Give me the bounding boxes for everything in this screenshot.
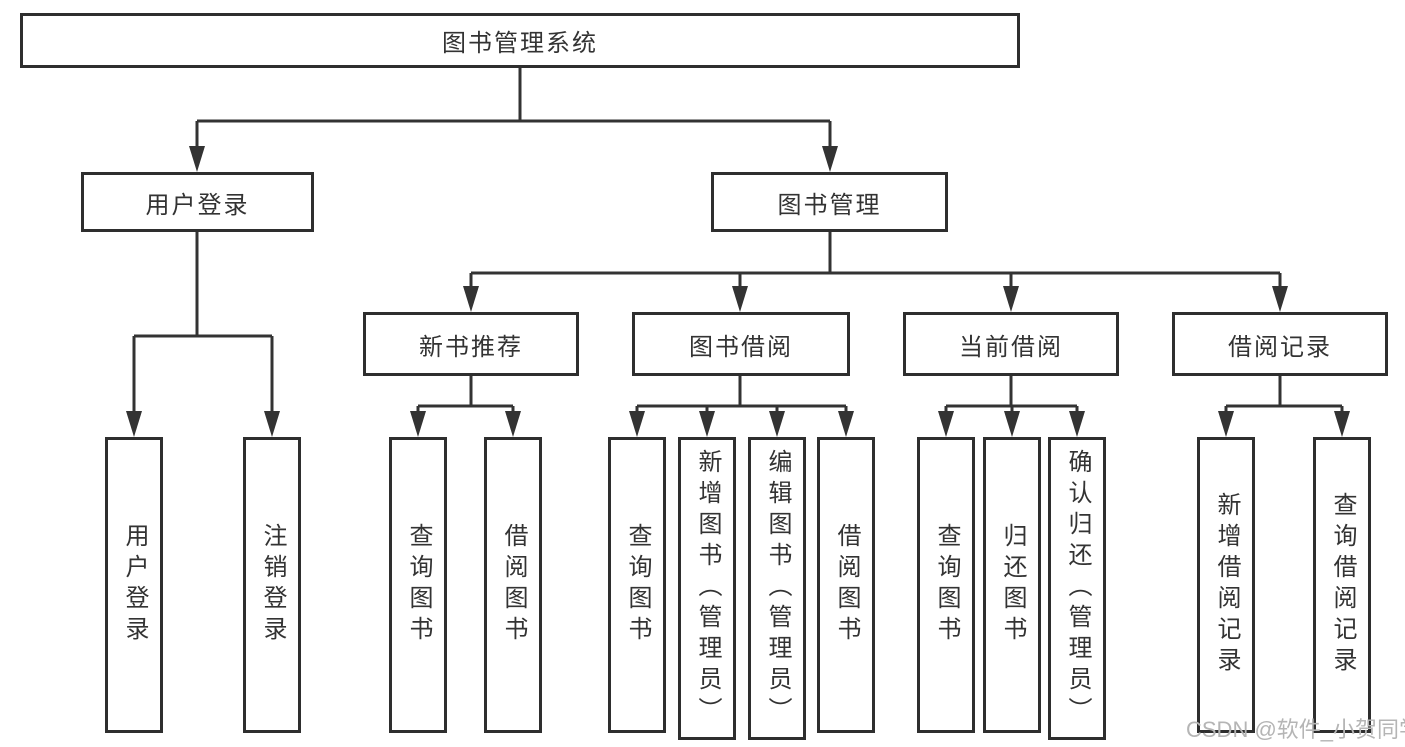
- node-label: 借阅图书: [833, 523, 860, 647]
- node-label: 图书管理: [777, 191, 882, 219]
- arrow-to-leaf-cb-query: [938, 411, 954, 437]
- leaf-edit-books-admin: 编辑图书（管理员）: [748, 437, 806, 740]
- arrow-to-leaf-nb-borrow: [505, 411, 521, 437]
- leaf-borrow-books: 借阅图书: [817, 437, 875, 733]
- arrowheads: [126, 146, 1350, 437]
- node-label: 新书推荐: [419, 333, 523, 361]
- node-label: 查询图书: [405, 523, 432, 647]
- arrow-to-leaf-br-query: [1334, 411, 1350, 437]
- node-user-login: 用户登录: [81, 172, 314, 232]
- leaf-query-books-borrow: 查询图书: [608, 437, 666, 733]
- node-label: 新增借阅记录: [1213, 492, 1240, 678]
- node-library-system-root: 图书管理系统: [20, 13, 1020, 68]
- arrow-to-leaf-nb-query: [410, 411, 426, 437]
- arrow-to-leaf-bb-borrow: [838, 411, 854, 437]
- arrow-to-leaf-br-add: [1218, 411, 1234, 437]
- node-label: 借阅记录: [1228, 333, 1332, 361]
- node-label: 归还图书: [999, 523, 1026, 647]
- node-book-borrow: 图书借阅: [632, 312, 850, 376]
- arrow-to-leaf-login: [126, 411, 142, 437]
- arrow-to-leaf-bb-add: [699, 411, 715, 437]
- leaf-confirm-return-admin: 确认归还（管理员）: [1048, 437, 1106, 740]
- leaf-logout: 注销登录: [243, 437, 301, 733]
- arrow-to-leaf-bb-edit: [769, 411, 785, 437]
- leaf-query-books-current: 查询图书: [917, 437, 975, 733]
- leaf-add-books-admin: 新增图书（管理员）: [678, 437, 736, 740]
- arrow-to-book-borrow: [732, 286, 748, 312]
- leaf-user-login: 用户登录: [105, 437, 163, 733]
- node-label: 注销登录: [259, 523, 286, 647]
- node-label: 查询图书: [624, 523, 651, 647]
- node-label: 当前借阅: [959, 333, 1063, 361]
- arrow-to-user-login: [189, 146, 205, 172]
- arrow-to-book-mgmt: [822, 146, 838, 172]
- node-label: 图书借阅: [689, 333, 793, 361]
- leaf-borrow-books-recommend: 借阅图书: [484, 437, 542, 733]
- arrow-to-leaf-cb-return: [1004, 411, 1020, 437]
- node-label: 编辑图书（管理员）: [764, 449, 791, 728]
- node-book-management: 图书管理: [711, 172, 948, 232]
- node-current-borrow: 当前借阅: [903, 312, 1119, 376]
- node-new-book-recommend: 新书推荐: [363, 312, 579, 376]
- node-label: 图书管理系统: [442, 30, 598, 57]
- arrow-to-leaf-bb-query: [629, 411, 645, 437]
- node-label: 借阅图书: [500, 523, 527, 647]
- arrow-to-borrow-records: [1272, 286, 1288, 312]
- node-label: 确认归还（管理员）: [1064, 449, 1091, 728]
- connector-edges: [132, 66, 1344, 415]
- arrow-to-current-borrow: [1003, 286, 1019, 312]
- csdn-watermark: CSDN @软件_小贺同学: [1186, 717, 1405, 742]
- node-label: 查询图书: [933, 523, 960, 647]
- node-label: 用户登录: [121, 523, 148, 647]
- node-label: 用户登录: [145, 191, 250, 219]
- leaf-return-books: 归还图书: [983, 437, 1041, 733]
- arrow-to-new-book-rec: [463, 286, 479, 312]
- node-label: 查询借阅记录: [1329, 492, 1356, 678]
- leaf-add-borrow-record: 新增借阅记录: [1197, 437, 1255, 733]
- leaf-query-borrow-record: 查询借阅记录: [1313, 437, 1371, 733]
- leaf-query-books-recommend: 查询图书: [389, 437, 447, 733]
- node-borrow-records: 借阅记录: [1172, 312, 1388, 376]
- arrow-to-leaf-logout: [264, 411, 280, 437]
- node-label: 新增图书（管理员）: [694, 449, 721, 728]
- arrow-to-leaf-cb-confirm: [1069, 411, 1085, 437]
